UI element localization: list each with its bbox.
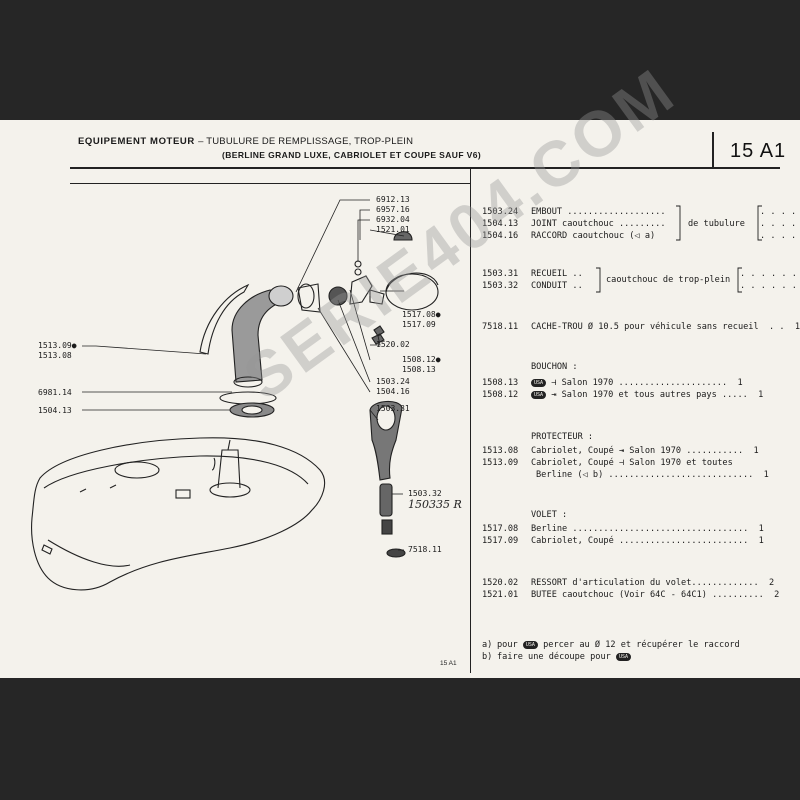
filler-hose-drawing <box>199 231 439 558</box>
callout-label: 1513.08 <box>38 351 72 360</box>
callout-label: 1503.31 <box>376 404 410 413</box>
callout-label: 1517.09 <box>402 320 436 329</box>
part-ref: 1520.02 <box>482 578 519 588</box>
callout-label: 6932.04 <box>376 215 410 224</box>
part-desc: Berline (◁ b) ..........................… <box>536 470 769 480</box>
section-title: PROTECTEUR : <box>531 432 594 442</box>
part-desc: USA ⊣ Salon 1970 ..................... 1 <box>531 378 743 388</box>
catalog-sheet <box>0 120 800 678</box>
callout-label: 1508.12● <box>402 355 441 364</box>
handwritten-note: 150335 R <box>408 498 462 511</box>
note-key: b) <box>482 652 493 662</box>
footer-code: 15 A1 <box>440 660 457 667</box>
callout-label: 1520.02 <box>376 340 410 349</box>
group-label: caoutchouc de trop-plein <box>606 275 731 285</box>
note-text: faire une découpe pour USA <box>497 652 632 662</box>
note-text-post: percer au Ø 12 et récupérer le raccord <box>543 640 740 650</box>
title-rest: – TUBULURE DE REMPLISSAGE, TROP-PLEIN <box>198 136 414 147</box>
callout-label: 6912.13 <box>376 195 410 204</box>
part-ref: 1508.13 <box>482 378 519 388</box>
callout-label: 1503.32 <box>408 489 442 498</box>
part-qty: . . . . . . 1 <box>740 281 800 291</box>
part-desc: CACHE-TROU Ø 10.5 pour véhicule sans rec… <box>531 322 800 332</box>
column-divider <box>470 168 472 673</box>
note-key: a) <box>482 640 493 650</box>
usa-badge: USA <box>522 640 538 649</box>
part-desc: RESSORT d'articulation du volet.........… <box>531 578 775 588</box>
callout-label: 6957.16 <box>376 205 410 214</box>
part-ref: 7518.11 <box>482 322 519 332</box>
part-ref: 1521.01 <box>482 590 519 600</box>
exploded-diagram <box>31 199 439 591</box>
part-ref: 1503.31 <box>482 269 519 279</box>
callout-label: 1513.09● <box>38 341 77 350</box>
fuel-tank-drawing <box>31 437 326 591</box>
part-ref: 1517.08 <box>482 524 519 534</box>
group-label: de tubulure <box>688 219 745 229</box>
part-desc: USA ⇥ Salon 1970 et tous autres pays ...… <box>531 390 763 400</box>
callout-label: 6981.14 <box>38 388 72 397</box>
callout-label: 1504.13 <box>38 406 72 415</box>
callout-label: 1521.01 <box>376 225 410 234</box>
part-desc-text: ⇥ Salon 1970 et tous autres pays ..... 1 <box>551 390 764 400</box>
section-title: VOLET : <box>531 510 568 520</box>
part-ref: 1504.16 <box>482 231 519 241</box>
part-ref: 1517.09 <box>482 536 519 546</box>
note-text-pre: faire une découpe pour <box>497 652 611 662</box>
usa-badge: USA <box>616 652 632 661</box>
header-rule <box>70 167 780 169</box>
callout-label: 1517.08● <box>402 310 441 319</box>
part-desc: Cabriolet, Coupé ⊣ Salon 1970 et toutes <box>531 458 733 468</box>
title-bold: EQUIPEMENT MOTEUR <box>78 136 195 147</box>
part-ref: 1513.09 <box>482 458 519 468</box>
callout-label: 1508.13 <box>402 365 436 374</box>
part-ref: 1503.24 <box>482 207 519 217</box>
part-desc: Berline ................................… <box>531 524 764 534</box>
usa-badge: USA <box>531 390 547 399</box>
header-rule-short <box>70 183 470 185</box>
usa-badge: USA <box>531 378 547 387</box>
part-desc: RECUEIL .. <box>531 269 583 279</box>
page-subtitle: (BERLINE GRAND LUXE, CABRIOLET ET COUPE … <box>222 150 482 160</box>
page-code: 15 A1 <box>730 140 787 162</box>
part-desc: EMBOUT ................... <box>531 207 666 217</box>
part-qty: . . . . . . 1 <box>740 269 800 279</box>
note-text: pour USA percer au Ø 12 et récupérer le … <box>497 640 740 650</box>
part-ref: 1508.12 <box>482 390 519 400</box>
part-ref: 1503.32 <box>482 281 519 291</box>
part-ref: 1513.08 <box>482 446 519 456</box>
part-ref: 1504.13 <box>482 219 519 229</box>
part-desc: Cabriolet, Coupé .......................… <box>531 536 764 546</box>
callout-label: 1504.16 <box>376 387 410 396</box>
part-desc: JOINT caoutchouc ......... <box>531 219 666 229</box>
callout-label: 1503.24 <box>376 377 410 386</box>
part-desc: CONDUIT .. <box>531 281 583 291</box>
part-desc: Cabriolet, Coupé ⇥ Salon 1970 ..........… <box>531 446 759 456</box>
section-title: BOUCHON : <box>531 362 578 372</box>
callout-label: 7518.11 <box>408 545 442 554</box>
leader-lines <box>82 199 405 551</box>
part-qty: . . . . 1 <box>760 207 800 217</box>
part-qty: . . . . 1 <box>760 231 800 241</box>
part-qty: . . . . 1 <box>760 219 800 229</box>
note-text-pre: pour <box>497 640 518 650</box>
part-desc: BUTEE caoutchouc (Voir 64C - 64C1) .....… <box>531 590 780 600</box>
header-divider <box>712 132 714 168</box>
page-title: EQUIPEMENT MOTEUR – TUBULURE DE REMPLISS… <box>78 136 413 147</box>
part-desc: RACCORD caoutchouc (◁ a) <box>531 231 656 241</box>
part-desc-text: ⊣ Salon 1970 ..................... 1 <box>551 378 743 388</box>
